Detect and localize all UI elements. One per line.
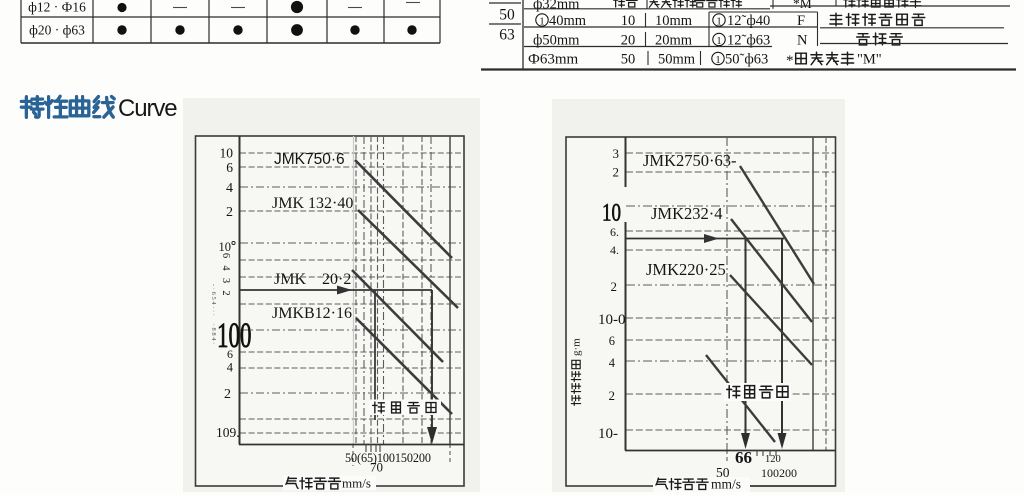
svg-text:· 8 8 4 ·: · 8 8 4 · [210, 324, 217, 345]
svg-text:50˜ф63: 50˜ф63 [725, 52, 768, 68]
svg-text:mm/s: mm/s [342, 476, 371, 491]
svg-text:4: 4 [220, 265, 231, 271]
svg-text:10-: 10- [598, 426, 618, 442]
svg-text:70: 70 [370, 460, 383, 475]
svg-text:12˜ф63: 12˜ф63 [727, 33, 770, 49]
svg-text:10: 10 [219, 240, 232, 254]
svg-text:120: 120 [765, 454, 781, 465]
svg-text:6: 6 [220, 253, 231, 258]
svg-text:JMKB12·16: JMKB12·16 [272, 305, 352, 322]
svg-text:20·2: 20·2 [322, 271, 351, 288]
svg-text:3: 3 [220, 278, 231, 283]
svg-text:2: 2 [220, 290, 231, 295]
svg-text:50(65)100150200: 50(65)100150200 [345, 451, 431, 465]
svg-text:6: 6 [609, 334, 615, 348]
svg-text:66: 66 [735, 448, 752, 467]
svg-text:1: 1 [715, 55, 720, 66]
svg-text:20: 20 [621, 33, 636, 49]
svg-text:1: 1 [716, 16, 721, 27]
svg-text:50mm: 50mm [658, 52, 696, 68]
svg-text:4: 4 [227, 361, 234, 375]
svg-text:4.: 4. [610, 243, 619, 257]
svg-text:Curve: Curve [118, 95, 177, 122]
svg-text:F: F [797, 13, 805, 29]
svg-text:1: 1 [716, 36, 721, 47]
svg-text:2: 2 [609, 388, 616, 403]
svg-text:- · 6 5 4 · · ·: - · 6 5 4 · · · [210, 284, 217, 316]
svg-text:*: * [786, 53, 794, 69]
svg-text:100: 100 [217, 316, 251, 355]
svg-text:50: 50 [499, 7, 515, 24]
svg-text:2: 2 [224, 387, 231, 402]
svg-text:10: 10 [220, 146, 234, 161]
svg-text:6.: 6. [610, 225, 619, 239]
svg-text:"M": "M" [857, 52, 882, 68]
svg-text:ф20 · ф63: ф20 · ф63 [29, 23, 85, 38]
svg-text:100200: 100200 [761, 466, 797, 480]
svg-text:N: N [797, 33, 808, 49]
svg-text:3: 3 [613, 146, 620, 161]
svg-text:JMK220·25: JMK220·25 [646, 260, 726, 279]
svg-text:10: 10 [602, 198, 621, 226]
svg-text:JMK2750·63-: JMK2750·63- [643, 151, 737, 170]
svg-text:mm/s: mm/s [711, 477, 741, 492]
svg-text:2: 2 [613, 165, 620, 180]
svg-text:2: 2 [226, 205, 233, 220]
svg-text:ф32mm: ф32mm [533, 0, 580, 13]
svg-text:109.: 109. [216, 425, 240, 440]
svg-text:JMK: JMK [274, 271, 306, 288]
svg-text:JMK232·4: JMK232·4 [651, 204, 723, 223]
svg-text:50: 50 [621, 52, 636, 68]
svg-text:Ф63mm: Ф63mm [528, 52, 579, 68]
svg-text:ф12 · Ф16: ф12 · Ф16 [28, 0, 86, 15]
svg-text:ф50mm: ф50mm [533, 33, 580, 49]
svg-text:JMK750·6: JMK750·6 [274, 151, 345, 168]
svg-text:4: 4 [609, 356, 616, 370]
svg-text:12˜ф40: 12˜ф40 [727, 13, 770, 29]
svg-text:10mm: 10mm [655, 13, 693, 29]
svg-text:10-0: 10-0 [598, 312, 626, 328]
svg-text:g·m: g·m [571, 338, 583, 356]
svg-text:JMK 132·40: JMK 132·40 [272, 195, 353, 212]
svg-text:1: 1 [539, 16, 544, 27]
svg-text:6: 6 [227, 347, 233, 361]
svg-text:63: 63 [499, 27, 515, 44]
svg-text:20mm: 20mm [655, 33, 693, 49]
svg-text:10: 10 [621, 13, 636, 29]
svg-text:40mm: 40mm [549, 13, 587, 29]
svg-text:4: 4 [226, 181, 233, 196]
svg-text:50: 50 [716, 465, 730, 480]
svg-text:6: 6 [226, 160, 233, 175]
svg-text:2: 2 [611, 279, 618, 294]
